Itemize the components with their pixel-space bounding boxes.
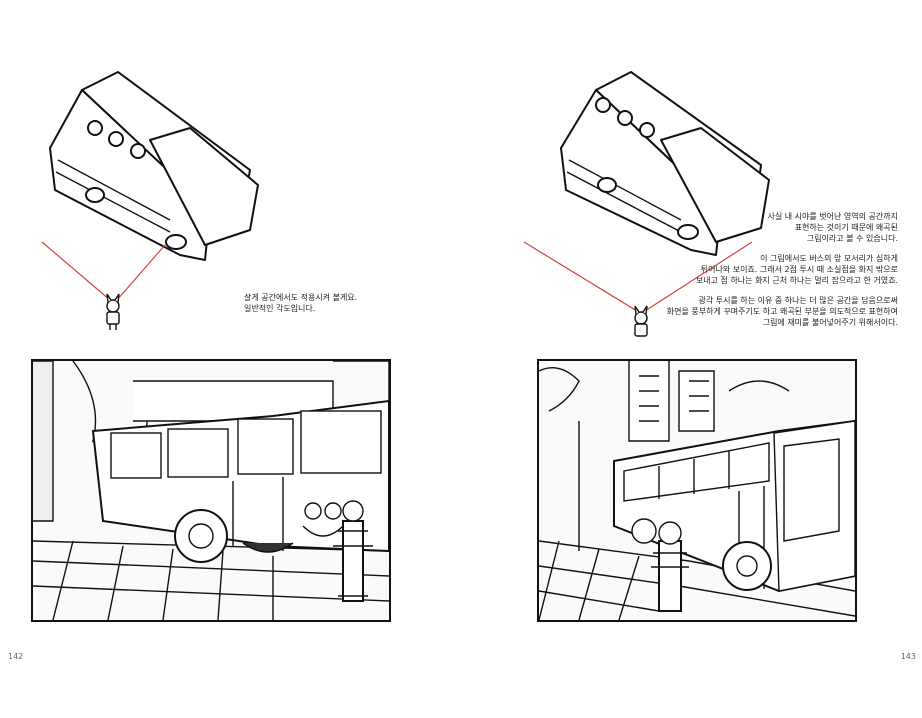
caption-line: 이 그림에서도 버스의 앞 모서리가 심하게: [760, 254, 898, 263]
bus-top-view-illustration-right: [560, 71, 770, 256]
right-caption-paragraph-3: 광각 투시를 하는 이유 중 하나는 더 많은 공간을 담음으로써 화면을 풍부…: [667, 295, 898, 328]
viewer-figure-right: [634, 305, 648, 337]
sightlines-right: [523, 241, 753, 312]
street-scene-right: [539, 361, 855, 620]
caption-line: 표현하는 것이기 때문에 왜곡된: [794, 223, 898, 232]
sightlines: [41, 241, 166, 301]
caption-line: 사실 내 시야를 벗어난 영역의 공간까지: [767, 212, 898, 221]
overhead-bus-diagram: [41, 71, 259, 330]
right-caption: 사실 내 시야를 벗어난 영역의 공간까지 표현하는 것이기 때문에 왜곡된 그…: [667, 211, 898, 337]
caption-line: 그림이라고 볼 수 있습니다.: [806, 234, 898, 243]
caption-line: 화면을 풍부하게 꾸며주기도 하고 왜곡된 부분을 의도적으로 표현하여: [666, 307, 898, 316]
left-caption: 살게 공간에서도 적용시켜 볼게요. 일반적인 각도입니다.: [244, 292, 357, 314]
left-caption-line-1: 살게 공간에서도 적용시켜 볼게요.: [244, 293, 358, 302]
left-caption-line-2: 일반적인 각도입니다.: [244, 304, 316, 313]
viewer-figure: [106, 293, 120, 330]
caption-line: 그림에 재미를 불어넣어주기 위해서이다.: [762, 318, 898, 327]
right-street-bus-panel: [537, 359, 857, 622]
right-caption-paragraph-2: 이 그림에서도 버스의 앞 모서리가 심하게 튀어나와 보이죠. 그래서 2점 …: [667, 253, 898, 286]
caption-line: 튀어나와 보이죠. 그래서 2점 투시 때 소실점을 화지 밖으로: [700, 265, 898, 274]
right-page: 사실 내 시야를 벗어난 영역의 공간까지 표현하는 것이기 때문에 왜곡된 그…: [461, 0, 922, 718]
right-page-number: 143: [900, 652, 916, 661]
caption-line: 광각 투시를 하는 이유 중 하나는 더 많은 공간을 담음으로써: [698, 296, 898, 305]
bus-top-view-illustration: [49, 71, 259, 261]
left-street-bus-panel: [31, 359, 391, 622]
street-scene-left: [33, 361, 389, 620]
overhead-bus-diagram-right: [523, 71, 770, 337]
right-caption-paragraph-1: 사실 내 시야를 벗어난 영역의 공간까지 표현하는 것이기 때문에 왜곡된 그…: [667, 211, 898, 244]
caption-line: 보내고 점 하나는 화지 근처 하나는 멀리 잡으라고 한 거였죠.: [695, 276, 898, 285]
left-page: 살게 공간에서도 적용시켜 볼게요. 일반적인 각도입니다.: [8, 71, 391, 661]
left-page-number: 142: [8, 652, 24, 661]
